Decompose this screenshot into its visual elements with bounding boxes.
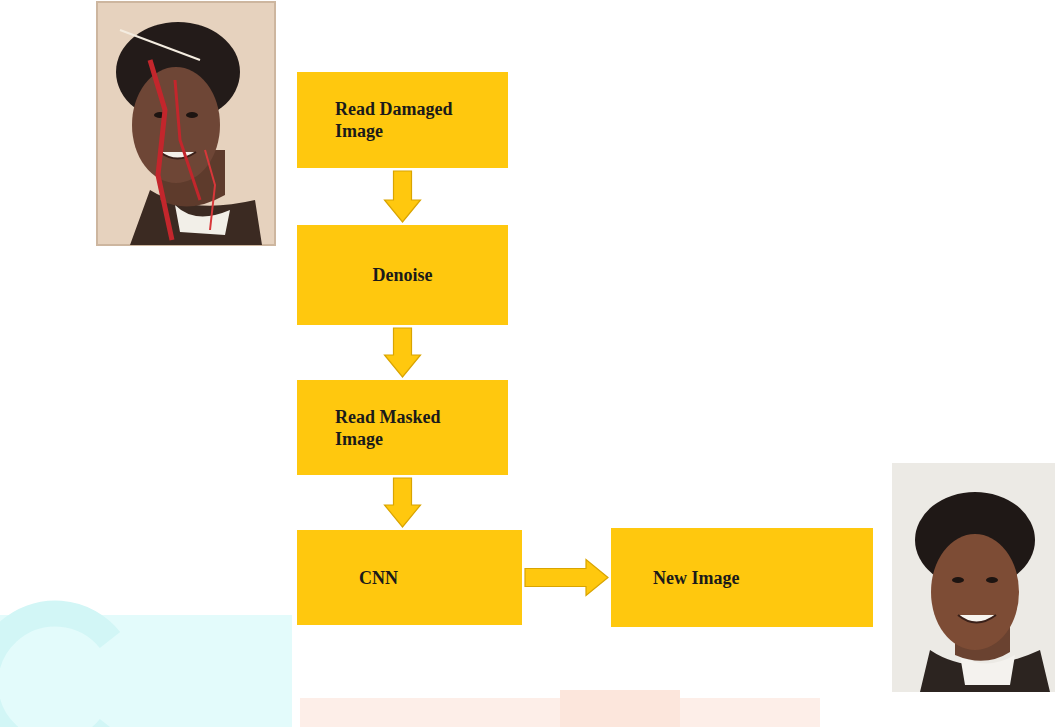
scratch [150, 60, 172, 240]
process-box: Read Masked Image [297, 380, 508, 475]
block-arrow [385, 171, 421, 222]
block-arrow [385, 478, 421, 527]
damaged-photo [97, 2, 275, 245]
smile [958, 615, 996, 623]
eye [986, 577, 998, 583]
face [931, 534, 1019, 650]
block-arrow [525, 560, 608, 596]
watermark-band [0, 615, 292, 727]
photo-ground [892, 463, 1055, 692]
box-label: Denoise [373, 264, 433, 286]
photo-border [97, 2, 275, 245]
box-label: New Image [653, 567, 739, 589]
photo-ground [97, 2, 275, 245]
eye [186, 112, 198, 118]
box-label: Read Masked Image [335, 406, 475, 450]
process-box: Read Damaged Image [297, 72, 508, 168]
watermark-band [560, 690, 680, 727]
box-label: CNN [359, 567, 398, 589]
watermark-letter [0, 614, 110, 727]
process-box: Denoise [297, 225, 508, 325]
restored-photo [892, 463, 1055, 692]
process-box: New Image [611, 528, 873, 627]
eye [952, 577, 964, 583]
box-label: Read Damaged Image [335, 98, 475, 142]
scratch [205, 150, 215, 230]
block-arrow [385, 328, 421, 377]
collar [175, 205, 230, 235]
scratch [175, 80, 200, 200]
smile [160, 152, 196, 159]
watermark [0, 614, 820, 727]
scratch [120, 30, 200, 60]
process-box: CNN [297, 530, 522, 625]
